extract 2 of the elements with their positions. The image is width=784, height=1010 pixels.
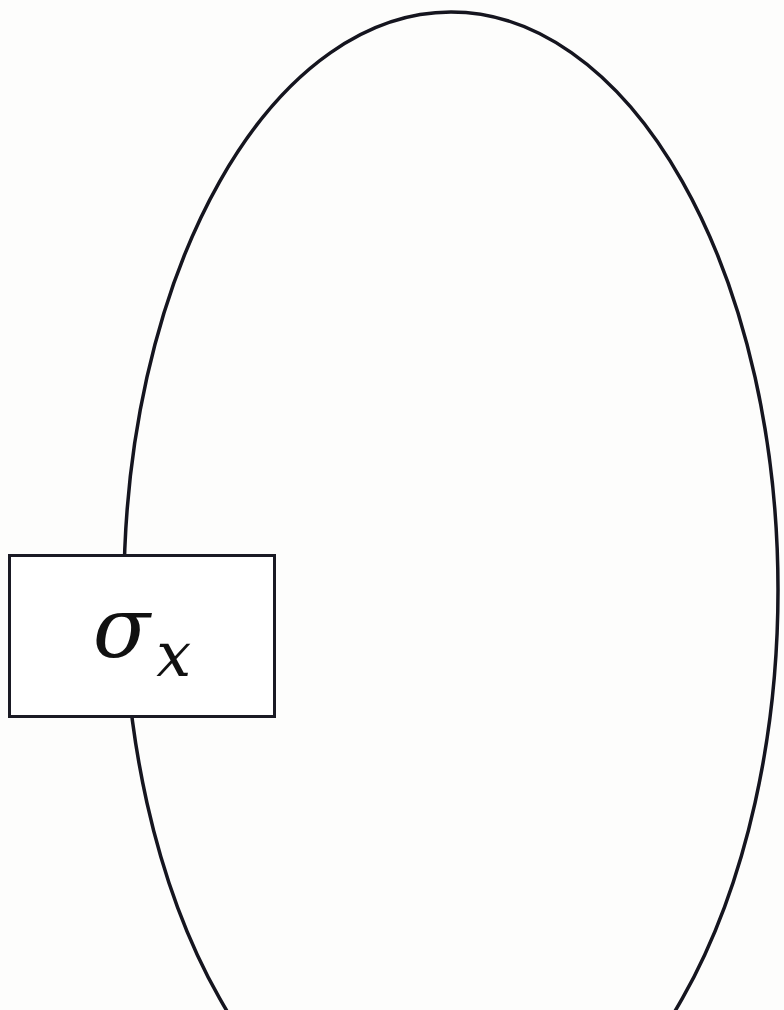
label-box — [8, 554, 276, 718]
math-symbol: σ$_{x}$ — [92, 586, 192, 686]
